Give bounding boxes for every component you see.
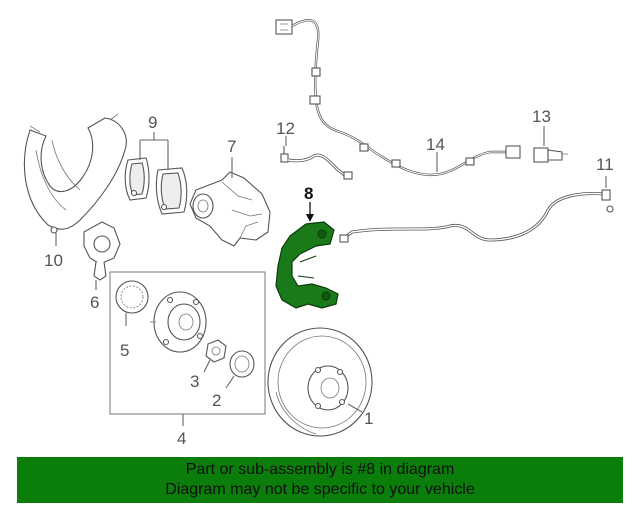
callout-4: 4 [177, 429, 186, 448]
part-1-brake-rotor[interactable] [267, 327, 373, 437]
banner-line-1: Part or sub-assembly is #8 in diagram [185, 461, 455, 478]
part-5-abs-tone-ring[interactable] [115, 280, 149, 314]
part-9-brake-pads[interactable] [124, 157, 188, 215]
callout-14: 14 [426, 135, 445, 154]
part-3-hub-nut[interactable] [205, 339, 227, 363]
callout-2: 2 [212, 391, 221, 410]
part-2-dust-cap[interactable] [229, 350, 255, 378]
part-10-splash-shield[interactable] [23, 113, 127, 234]
callout-7: 7 [227, 137, 236, 156]
callout-6: 6 [90, 293, 99, 312]
part-13-abs-sensor[interactable] [533, 147, 568, 163]
part-12-brake-hose[interactable] [280, 146, 353, 180]
parts-diagram: 10 9 7 6 4 5 [23, 19, 614, 448]
hub-assembly-box [109, 271, 266, 415]
hub-flange[interactable] [150, 291, 207, 353]
callout-8: 8 [304, 184, 313, 203]
part-11-brake-line[interactable] [339, 189, 614, 243]
leader-2 [225, 375, 235, 389]
callout-12: 12 [276, 119, 295, 138]
callout-5: 5 [120, 341, 129, 360]
callout-9: 9 [148, 113, 157, 132]
part-7-caliper[interactable] [189, 171, 271, 247]
callout-1: 1 [364, 409, 373, 428]
callout-10: 10 [44, 251, 63, 270]
callout-11: 11 [596, 155, 614, 174]
callout-3: 3 [190, 372, 199, 391]
part-14-abs-sensor-wire[interactable] [275, 19, 521, 177]
callout-13: 13 [532, 107, 551, 126]
part-6-steering-knuckle[interactable] [83, 221, 121, 281]
info-banner: Part or sub-assembly is #8 in diagram Di… [17, 457, 623, 503]
banner-line-2: Diagram may not be specific to your vehi… [165, 481, 475, 498]
part-8-caliper-bracket[interactable] [275, 221, 339, 309]
leader-1 [347, 403, 363, 413]
leader-3 [203, 359, 211, 373]
